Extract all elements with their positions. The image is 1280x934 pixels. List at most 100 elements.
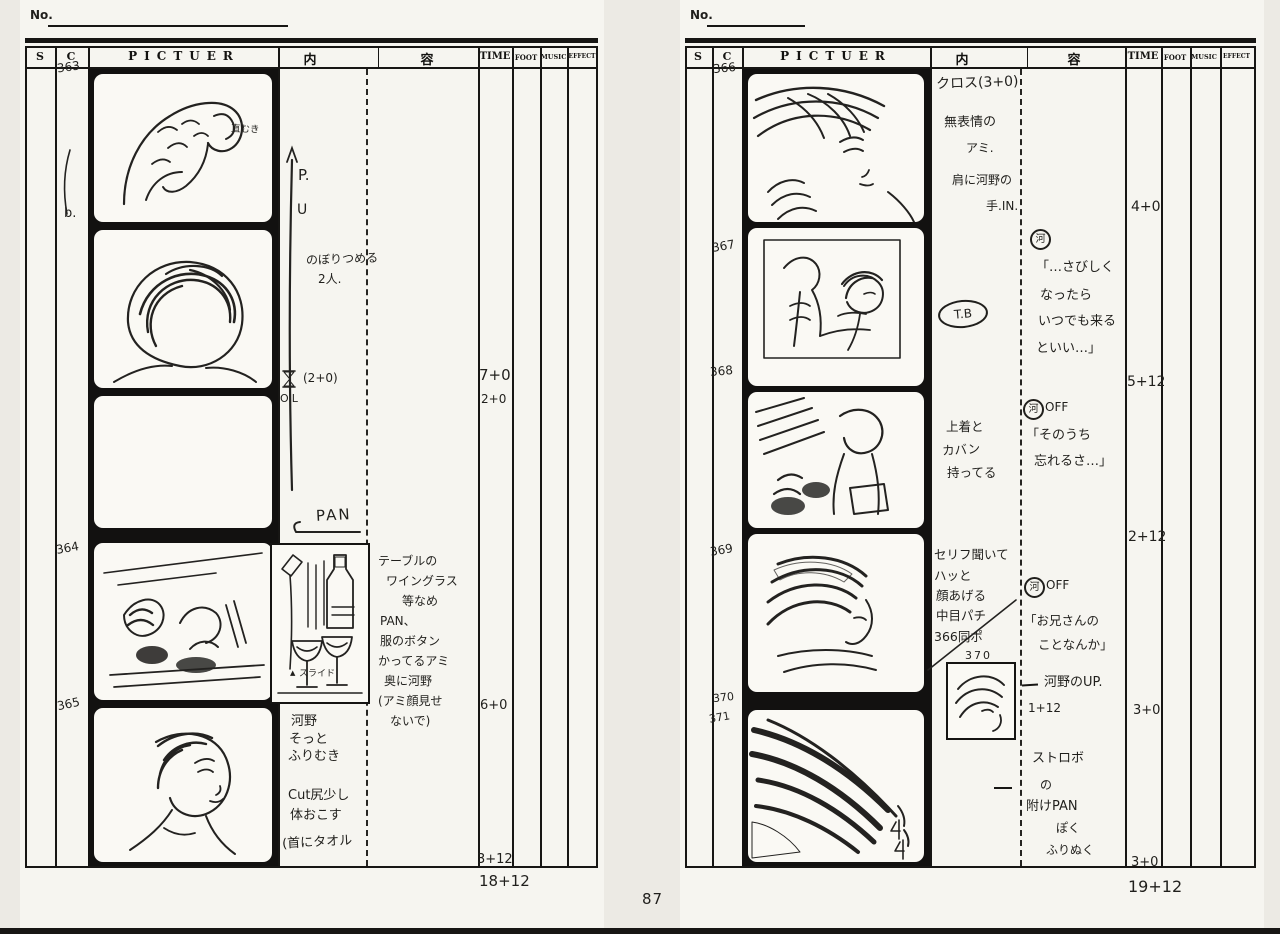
col-header-content-a: 内 <box>303 53 317 68</box>
grid-line <box>930 46 932 868</box>
note-line: ないで) <box>390 714 431 728</box>
time-value: 2+12 <box>1128 529 1167 545</box>
note-line: 無表情の <box>943 114 997 131</box>
grid-line <box>278 46 280 868</box>
note-line: 持ってる <box>947 465 997 480</box>
pan-underline-arrow <box>293 521 361 533</box>
note-line: ふりぬく <box>1046 843 1095 857</box>
note-line: ワイングラス <box>386 574 458 588</box>
grid-line <box>1125 46 1127 868</box>
time-value: 6+0 <box>480 698 508 713</box>
grid-line <box>685 46 1256 48</box>
no-underline <box>707 25 805 27</box>
note-line: Cut尻少し <box>288 788 350 803</box>
time-value: 7+0 <box>479 366 511 384</box>
grid-line <box>1190 46 1192 868</box>
speaker-mark: 河 <box>1023 399 1044 420</box>
grid-line <box>512 46 514 868</box>
note-climb-1: のぼりつめる <box>305 250 379 268</box>
scrawl-flourish <box>63 149 71 215</box>
col-header-content-b: 容 <box>1067 53 1081 68</box>
dialogue-line: 「お兄さんの <box>1024 613 1100 628</box>
off-label: OFF <box>1045 400 1069 414</box>
grid-line <box>596 46 598 868</box>
note-line: 附けPAN <box>1026 799 1078 814</box>
grid-line <box>478 46 480 868</box>
frame-note: 直むき <box>230 123 260 136</box>
col-header-content-b: 容 <box>420 53 434 68</box>
note-line: 服のボタン <box>380 634 441 648</box>
storyboard-frame-369 <box>748 534 924 692</box>
page-number: 87 <box>642 890 664 908</box>
col-header-foot: FOOT <box>1163 53 1187 62</box>
grid-line <box>712 46 714 868</box>
sketch-room-table-scene <box>103 552 265 688</box>
cut-370-inset-frame <box>946 662 1016 740</box>
note-line: ぽく <box>1056 821 1081 835</box>
dialogue-line: 「…さびしく <box>1036 260 1115 275</box>
note-line: そっと <box>289 732 329 747</box>
cut-number-370: 370 <box>712 689 735 706</box>
note-line: ハッと <box>934 568 972 583</box>
storyboard-frame-364 <box>94 543 272 700</box>
scan-bottom-edge <box>0 928 1280 934</box>
note-line: の <box>1040 778 1053 792</box>
col-header-effect: EFFECT <box>568 53 596 60</box>
storyboard-frame-empty <box>94 396 272 528</box>
col-header-picture: PICTUER <box>780 49 892 63</box>
note-line: 河野 <box>291 714 318 729</box>
sketch-man-bent-over <box>122 101 244 206</box>
dialogue-line: といい…」 <box>1036 341 1102 356</box>
storyboard-frame-365 <box>94 708 272 862</box>
time-value-370: 1+12 <box>1028 701 1061 715</box>
storyboard-frame-b <box>94 230 272 388</box>
time-total: 18+12 <box>479 872 530 890</box>
grid-line <box>540 46 542 868</box>
grid-line <box>1220 46 1222 868</box>
dialogue-line: ことなんか」 <box>1038 637 1113 652</box>
slide-label: スライド <box>299 669 336 679</box>
ol-time: (2+0) <box>303 371 338 385</box>
col-header-c: C <box>66 50 76 63</box>
note-line: 肩に河野の <box>952 173 1013 187</box>
speaker-mark: 河 <box>1030 229 1051 250</box>
ol-label: O.L <box>280 392 298 405</box>
pan-inset-panel <box>270 543 370 704</box>
pan-up-u: U <box>297 202 308 218</box>
time-value: 3+0 <box>1131 855 1159 870</box>
time-value: 2+0 <box>481 392 507 406</box>
note-line: カバン <box>941 441 981 458</box>
note-line: ふりむき <box>288 749 341 764</box>
slide-marker: ▲ <box>290 669 296 677</box>
speaker-mark: 河 <box>1024 577 1045 598</box>
pan-up-p: P. <box>298 166 310 184</box>
time-value: 3+0 <box>1133 703 1161 718</box>
note-line: ストロボ <box>1032 751 1085 766</box>
note-line: 顔あげる <box>936 588 987 603</box>
time-value: 5+12 <box>1127 374 1166 390</box>
pan-up-arrow <box>286 145 298 492</box>
grid-line <box>567 46 569 868</box>
grid-line <box>685 866 1256 868</box>
sketch-man-looking-back <box>129 732 236 855</box>
sketch-kono-face <box>955 675 1005 732</box>
col-header-s: S <box>36 50 44 63</box>
storyboard-frame-368 <box>748 392 924 528</box>
col-header-s: S <box>694 50 702 63</box>
content-divider-dashed <box>1020 69 1022 866</box>
grid-line <box>1161 46 1163 868</box>
dialogue-line: いつでも来る <box>1038 314 1117 329</box>
col-header-music: MUSIC <box>540 53 567 61</box>
sketch-sweeping-hair <box>749 718 910 860</box>
note-cross-dissolve: クロス(3+0) <box>935 73 1019 93</box>
sketch-girl-head-down <box>766 555 877 673</box>
top-rule <box>685 38 1256 43</box>
dialogue-line: 「そのうち <box>1026 428 1092 443</box>
note-line: PAN、 <box>380 614 416 628</box>
sketch-figure-with-bag <box>755 397 889 515</box>
time-total: 19+12 <box>1128 877 1183 896</box>
header-rule <box>685 67 1256 69</box>
no-underline <box>48 25 288 27</box>
col-header-time: TIME <box>1127 51 1159 62</box>
dialogue-line: 忘れるさ…」 <box>1034 454 1113 469</box>
